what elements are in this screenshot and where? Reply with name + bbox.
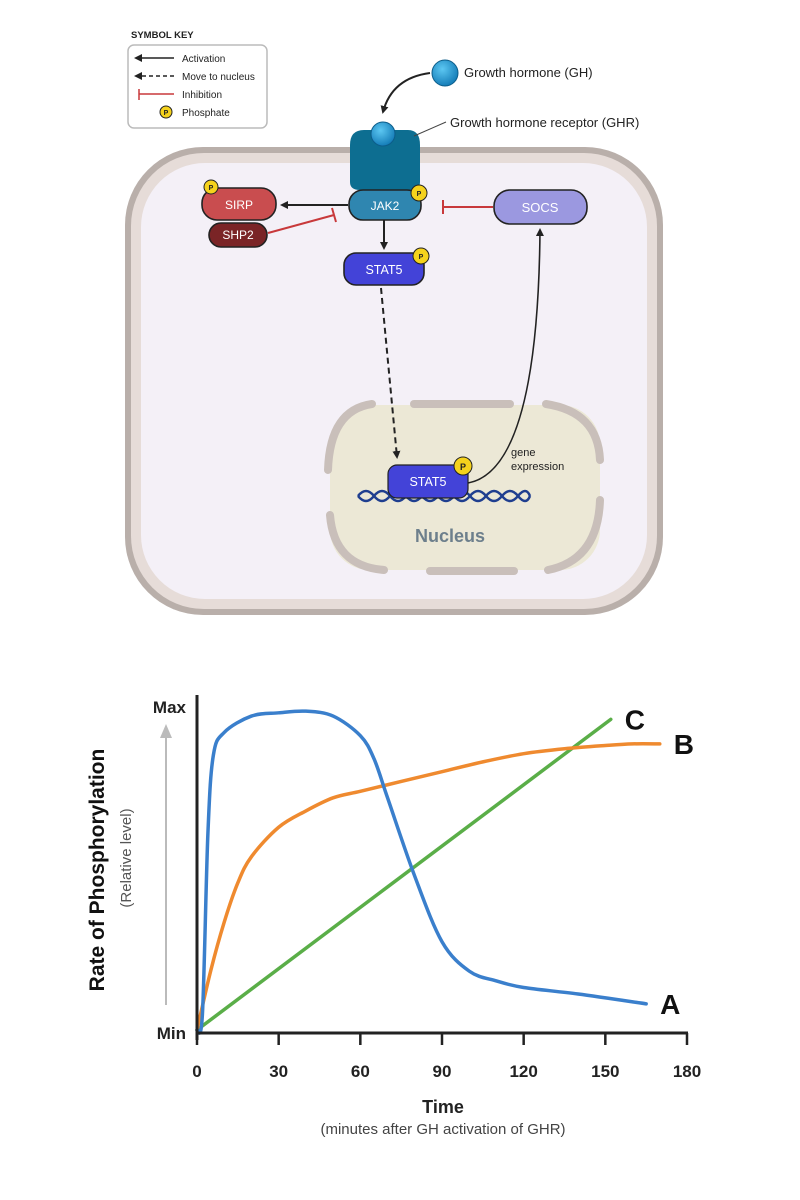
series-line-a bbox=[195, 709, 648, 1035]
ghr-pointer bbox=[413, 121, 447, 137]
growth-hormone-receptor: Growth hormone receptor (GHR) bbox=[350, 115, 639, 190]
x-tick-label: 90 bbox=[433, 1062, 452, 1081]
protein-sirp: SIRP P bbox=[201, 179, 277, 221]
x-tick-label: 0 bbox=[192, 1062, 201, 1081]
protein-shp2: SHP2 bbox=[208, 222, 268, 248]
svg-text:P: P bbox=[164, 110, 169, 117]
x-tick-label: 60 bbox=[351, 1062, 370, 1081]
phosphate-icon: P bbox=[159, 105, 173, 119]
symbol-key-title: SYMBOL KEY bbox=[131, 30, 194, 41]
x-tick-label: 150 bbox=[591, 1062, 619, 1081]
shp2-inhibits-jak2 bbox=[267, 207, 337, 234]
y-axis-title: Rate of Phosphorylation bbox=[86, 749, 109, 992]
bound-gh-icon bbox=[370, 121, 396, 147]
gh-label: Growth hormone (GH) bbox=[464, 65, 593, 80]
protein-jak2: JAK2 P bbox=[348, 184, 428, 221]
series-label-b: B bbox=[674, 729, 694, 760]
phosphate-icon: P bbox=[412, 247, 430, 265]
x-ticks: 0 30 60 90 120 150 180 bbox=[192, 1033, 701, 1081]
y-axis-subtitle: (Relative level) bbox=[118, 808, 135, 907]
y-max-label: Max bbox=[153, 698, 187, 717]
nucleus-label: Nucleus bbox=[415, 526, 485, 546]
series-label-c: C bbox=[625, 704, 645, 735]
series-label-a: A bbox=[660, 989, 680, 1020]
key-move-to-nucleus: Move to nucleus bbox=[134, 72, 255, 83]
gh-signaling-diagram: SYMBOL KEY Activation Move to nucleus In… bbox=[125, 30, 663, 615]
x-axis-title: Time bbox=[422, 1097, 464, 1117]
key-label: Phosphate bbox=[182, 108, 230, 119]
gh-binding-arrow bbox=[380, 72, 431, 114]
svg-text:SHP2: SHP2 bbox=[222, 228, 254, 242]
phosphorylation-chart: CB A 0 30 60 90 120 150 180 Max Min Rate of Pho… bbox=[86, 695, 701, 1138]
gene-expression-to-socs-arrow bbox=[467, 228, 544, 484]
svg-text:STAT5: STAT5 bbox=[409, 475, 446, 489]
key-label: Move to nucleus bbox=[182, 72, 255, 83]
svg-text:JAK2: JAK2 bbox=[371, 199, 400, 213]
series-line-c bbox=[195, 717, 613, 1032]
key-phosphate: P Phosphate bbox=[159, 105, 230, 119]
series-layer: CB A bbox=[195, 704, 694, 1035]
x-tick-label: 180 bbox=[673, 1062, 701, 1081]
y-min-label: Min bbox=[157, 1024, 186, 1043]
nuclear-envelope bbox=[324, 400, 604, 575]
y-up-arrowhead bbox=[160, 724, 172, 738]
gene-expression-label-2: expression bbox=[511, 461, 564, 473]
phosphate-icon: P bbox=[410, 184, 428, 202]
svg-text:P: P bbox=[419, 254, 424, 261]
socs-inhibits-jak2 bbox=[442, 200, 493, 214]
key-label: Inhibition bbox=[182, 90, 222, 101]
gene-expression-label: gene bbox=[511, 447, 535, 459]
series-line-b bbox=[195, 742, 662, 1032]
x-axis-subtitle: (minutes after GH activation of GHR) bbox=[320, 1121, 565, 1138]
stat5-to-nucleus-arrow bbox=[380, 287, 401, 459]
ghr-label: Growth hormone receptor (GHR) bbox=[450, 115, 639, 130]
growth-hormone: Growth hormone (GH) bbox=[380, 59, 593, 114]
phosphate-icon: P bbox=[203, 179, 219, 195]
pathway-arrows bbox=[267, 200, 544, 484]
key-label: Activation bbox=[182, 54, 225, 65]
protein-socs: SOCS bbox=[493, 189, 588, 225]
svg-text:SIRP: SIRP bbox=[225, 198, 253, 212]
key-inhibition: Inhibition bbox=[138, 89, 222, 101]
protein-stat5-nucleus: STAT5 P bbox=[387, 456, 473, 499]
inhibition-icon bbox=[138, 89, 174, 100]
x-tick-label: 30 bbox=[269, 1062, 288, 1081]
svg-text:P: P bbox=[460, 462, 466, 472]
svg-text:STAT5: STAT5 bbox=[365, 263, 402, 277]
svg-text:P: P bbox=[209, 185, 214, 192]
key-activation: Activation bbox=[134, 54, 225, 65]
svg-text:SOCS: SOCS bbox=[522, 200, 559, 215]
x-tick-label: 120 bbox=[509, 1062, 537, 1081]
symbol-key: SYMBOL KEY Activation Move to nucleus In… bbox=[127, 30, 268, 129]
phosphate-icon: P bbox=[453, 456, 473, 476]
gh-molecule-icon bbox=[431, 59, 459, 87]
protein-stat5: STAT5 P bbox=[343, 247, 430, 286]
receptor-shape bbox=[350, 130, 420, 190]
svg-text:P: P bbox=[417, 191, 422, 198]
